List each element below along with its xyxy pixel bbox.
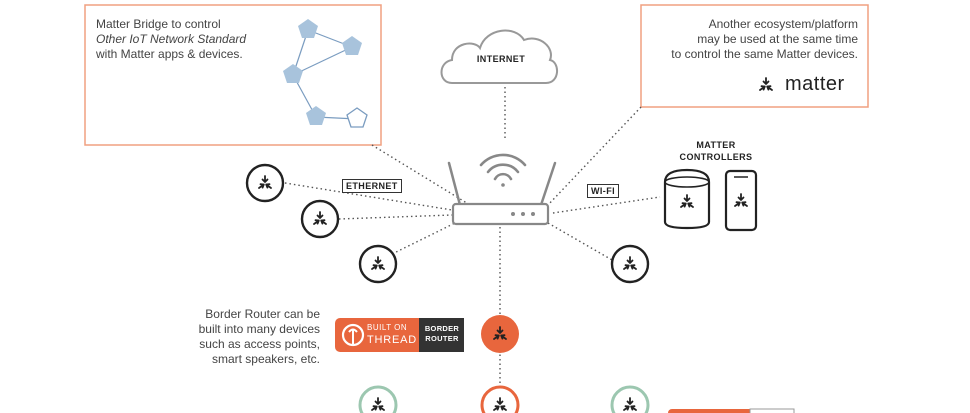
ecosystem-line-1: Another ecosystem/platform xyxy=(708,17,858,31)
bridge-line-3: with Matter apps & devices. xyxy=(96,47,243,61)
bottom-thread-nodes xyxy=(358,385,795,413)
matter-device-icon xyxy=(245,163,285,203)
border-router-node xyxy=(481,315,519,353)
ecosystem-box xyxy=(640,4,869,108)
thread-badge xyxy=(335,318,464,352)
smart-speaker-icon xyxy=(663,168,711,230)
matter-device-nodes xyxy=(245,163,650,284)
note-line-1: Border Router can be xyxy=(205,307,320,321)
matter-device-marks xyxy=(258,175,637,270)
matter-device-icon xyxy=(300,199,340,239)
controllers-label: MATTER CONTROLLERS xyxy=(666,139,766,163)
phone-icon xyxy=(724,169,758,232)
note-line-4: smart speakers, etc. xyxy=(211,352,320,366)
built-on-label: BUILT ON xyxy=(367,323,408,332)
controllers-line-2: CONTROLLERS xyxy=(679,152,753,162)
connection-lines xyxy=(284,87,661,385)
ecosystem-line-3: to control the same Matter devices. xyxy=(671,47,858,61)
ecosystem-description: Another ecosystem/platform may be used a… xyxy=(671,17,858,62)
matter-device-icon xyxy=(610,244,650,284)
bridge-line-1: Matter Bridge to control xyxy=(96,17,221,31)
matter-logo-icon xyxy=(759,77,773,91)
bridge-node-pentagon xyxy=(306,106,326,125)
thread-badge-text: BUILT ON THREAD xyxy=(367,322,417,346)
bridge-node-pentagon-outline xyxy=(346,107,368,128)
matter-device-icon xyxy=(358,244,398,284)
bridge-node-pentagon xyxy=(298,19,318,38)
bridge-node-pentagon xyxy=(342,36,362,55)
controllers-line-1: MATTER xyxy=(696,140,736,150)
internet-label: INTERNET xyxy=(476,54,526,64)
note-line-2: built into many devices xyxy=(198,322,320,336)
router-label: ROUTER xyxy=(425,334,459,343)
matter-logo-text: matter xyxy=(785,73,845,95)
bridge-description: Matter Bridge to control Other IoT Netwo… xyxy=(96,17,246,62)
bridge-node-pentagon xyxy=(283,64,303,83)
internet-cloud-icon xyxy=(440,29,558,84)
bridge-line-2: Other IoT Network Standard xyxy=(96,32,247,46)
bridge-box xyxy=(84,4,382,146)
border-router-badge-text: BORDER ROUTER xyxy=(421,324,463,344)
bridge-mesh xyxy=(283,19,368,128)
wifi-tag: WI-FI xyxy=(587,184,619,198)
border-label: BORDER xyxy=(424,324,460,333)
border-router-note: Border Router can be built into many dev… xyxy=(199,307,320,367)
thread-label: THREAD xyxy=(367,334,418,346)
ecosystem-line-2: may be used at the same time xyxy=(697,32,858,46)
wifi-icon xyxy=(479,153,527,187)
partial-badge-right xyxy=(749,408,795,413)
ethernet-tag: ETHERNET xyxy=(342,179,402,193)
router-icon xyxy=(447,161,557,226)
note-line-3: such as access points, xyxy=(199,337,320,351)
